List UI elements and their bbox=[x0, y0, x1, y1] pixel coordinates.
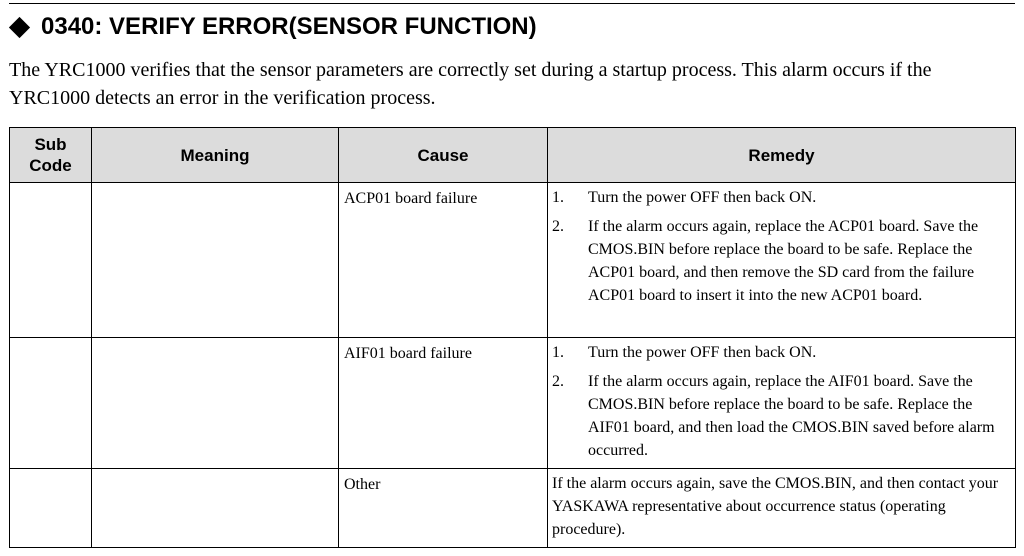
step-text: Turn the power OFF then back ON. bbox=[588, 189, 817, 206]
remedy-step: 1. Turn the power OFF then back ON. bbox=[552, 186, 1005, 209]
step-number: 1. bbox=[552, 189, 564, 206]
header-sub-code-line2: Code bbox=[29, 156, 72, 175]
header-sub-code: Sub Code bbox=[9, 127, 92, 183]
header-cause: Cause bbox=[338, 127, 548, 183]
cause-cell: Other bbox=[338, 468, 548, 548]
alarm-table: Sub Code Meaning Cause Remedy ACP01 boar… bbox=[9, 127, 1016, 548]
table-row: Other If the alarm occurs again, save th… bbox=[9, 468, 1016, 548]
step-number: 2. bbox=[552, 218, 564, 235]
remedy-step: 2. If the alarm occurs again, replace th… bbox=[552, 370, 1005, 462]
step-text: If the alarm occurs again, replace the A… bbox=[588, 218, 979, 304]
meaning-cell bbox=[91, 468, 339, 548]
top-rule bbox=[9, 3, 1015, 4]
remedy-step: 2. If the alarm occurs again, replace th… bbox=[552, 215, 1005, 307]
sub-code-cell bbox=[9, 182, 92, 338]
meaning-cell bbox=[91, 337, 339, 469]
intro-paragraph: The YRC1000 verifies that the sensor par… bbox=[9, 59, 932, 109]
sub-code-cell bbox=[9, 468, 92, 548]
section-heading: 0340: VERIFY ERROR(SENSOR FUNCTION) bbox=[8, 10, 537, 44]
step-number: 2. bbox=[552, 373, 564, 390]
step-text: Turn the power OFF then back ON. bbox=[588, 344, 817, 361]
cause-cell: ACP01 board failure bbox=[338, 182, 548, 338]
remedy-cell: If the alarm occurs again, save the CMOS… bbox=[547, 468, 1016, 548]
remedy-cell: 1. Turn the power OFF then back ON. 2. I… bbox=[547, 337, 1016, 469]
meaning-cell bbox=[91, 182, 339, 338]
diamond-bullet-icon bbox=[8, 16, 31, 38]
heading-title: 0340: VERIFY ERROR(SENSOR FUNCTION) bbox=[41, 13, 537, 40]
step-text: If the alarm occurs again, replace the A… bbox=[588, 373, 995, 459]
header-sub-code-line1: Sub bbox=[34, 135, 67, 154]
step-number: 1. bbox=[552, 344, 564, 361]
header-remedy: Remedy bbox=[547, 127, 1016, 183]
sub-code-cell bbox=[9, 337, 92, 469]
table-row: AIF01 board failure 1. Turn the power OF… bbox=[9, 337, 1016, 469]
remedy-step: 1. Turn the power OFF then back ON. bbox=[552, 341, 1005, 364]
remedy-cell: 1. Turn the power OFF then back ON. 2. I… bbox=[547, 182, 1016, 338]
cause-cell: AIF01 board failure bbox=[338, 337, 548, 469]
header-meaning: Meaning bbox=[91, 127, 339, 183]
table-row: ACP01 board failure 1. Turn the power OF… bbox=[9, 182, 1016, 338]
table-header-row: Sub Code Meaning Cause Remedy bbox=[9, 127, 1016, 183]
